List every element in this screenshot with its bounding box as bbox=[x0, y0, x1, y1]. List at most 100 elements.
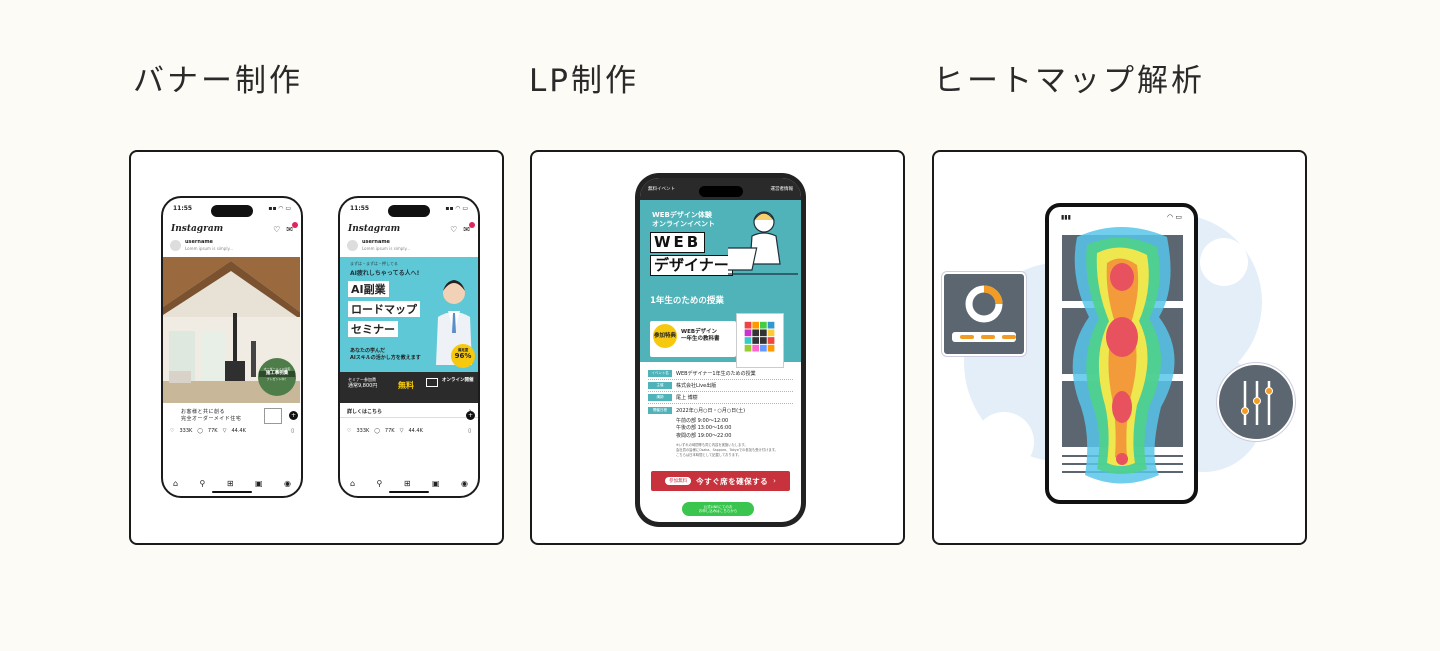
sliders-icon bbox=[1217, 363, 1295, 441]
username[interactable]: username bbox=[185, 239, 213, 246]
subtext1: あなたの学んだ bbox=[350, 348, 386, 354]
cta-link[interactable]: 詳しくはこちら bbox=[347, 408, 383, 415]
subtext2: AIスキルの活かし方を教えます bbox=[350, 354, 421, 361]
messenger-icon[interactable]: ✉ bbox=[463, 221, 475, 234]
book-cover-image bbox=[736, 313, 784, 368]
indicator-dot bbox=[1002, 335, 1016, 339]
promo-badge-line2: 施工事例集 bbox=[259, 371, 295, 378]
heart-icon[interactable]: ♡ bbox=[273, 224, 281, 234]
bookmark-icon[interactable]: ▯ bbox=[468, 428, 471, 434]
comment-count: 77K bbox=[207, 428, 218, 434]
username[interactable]: username bbox=[362, 239, 390, 246]
analytics-panel bbox=[942, 272, 1026, 356]
status-time: 11:55 bbox=[350, 205, 370, 212]
post-image-seminar[interactable]: まずは・まずは・押してる AI疲れしちゃってる人へ! AI副業 ロードマップ セ… bbox=[340, 257, 478, 403]
like-icon[interactable]: ♡ bbox=[347, 428, 352, 434]
avatar[interactable] bbox=[347, 240, 358, 251]
chevron-right-icon: › bbox=[773, 477, 776, 485]
home-icon[interactable]: ⌂ bbox=[350, 479, 356, 488]
like-count: 333K bbox=[356, 428, 370, 434]
avatar[interactable] bbox=[170, 240, 181, 251]
share-count: 44.4K bbox=[408, 428, 423, 434]
lp-book-text2: 一年生の教科書 bbox=[681, 336, 720, 343]
profile-icon[interactable]: ◉ bbox=[284, 479, 291, 488]
lp-cta-free: 参加無料 bbox=[665, 477, 692, 485]
messenger-icon[interactable]: ✉ bbox=[286, 221, 298, 234]
section-title-heatmap: ヒートマップ解析 bbox=[933, 63, 1205, 99]
section-title-lp: LP制作 bbox=[529, 63, 639, 99]
reels-icon[interactable]: ▣ bbox=[255, 479, 263, 488]
online-label: オンライン開催 bbox=[442, 378, 474, 383]
share-icon[interactable]: ▽ bbox=[399, 428, 404, 434]
lp-line-button[interactable]: 公式LINEにてのお お申し込みはこちらから bbox=[682, 502, 754, 516]
lp-card: 無料イベント 運営者情報 WEBデザイン体験 オンラインイベント WEB デザイ… bbox=[530, 150, 905, 545]
indicator-dot bbox=[981, 335, 995, 339]
promo-badge-line1: オーダーメイド住宅 bbox=[263, 367, 291, 371]
lp-times: 午前の部 9:00～12:00 午後の部 13:00～16:00 夜間の部 19… bbox=[676, 418, 732, 439]
share-count: 44.4K bbox=[231, 428, 246, 434]
lp-tokuten-badge: 参加特典 bbox=[653, 324, 677, 348]
lp-phone: 無料イベント 運営者情報 WEBデザイン体験 オンラインイベント WEB デザイ… bbox=[635, 173, 806, 527]
lp-info-row: 主催株式会社Live出版 bbox=[648, 380, 793, 392]
headline-big1: AI副業 bbox=[348, 281, 389, 297]
fee-regular: 通常9,800円 bbox=[348, 382, 378, 389]
satisfaction-value: 96% bbox=[454, 351, 472, 360]
home-indicator bbox=[389, 491, 429, 493]
lp-hero-sub2: オンラインイベント bbox=[652, 219, 715, 228]
signal-icon: ▪▪ ◠ ▭ bbox=[445, 205, 468, 212]
plus-icon[interactable]: + bbox=[466, 411, 475, 420]
fee-label: セミナー参加費 bbox=[348, 377, 376, 382]
comment-icon[interactable]: ◯ bbox=[374, 428, 380, 434]
donut-chart-icon bbox=[965, 285, 1003, 323]
instagram-logo: Instagram bbox=[348, 224, 401, 234]
lp-hero-word2: デザイナー bbox=[650, 255, 733, 276]
like-count: 333K bbox=[179, 428, 193, 434]
headline-small: まずは・まずは・押してる bbox=[350, 261, 398, 266]
comment-icon[interactable]: ◯ bbox=[197, 428, 203, 434]
profile-icon[interactable]: ◉ bbox=[461, 479, 468, 488]
phone-notch bbox=[388, 205, 430, 217]
status-time: 11:55 bbox=[173, 205, 193, 212]
house-logo-icon bbox=[264, 408, 282, 424]
post-image-house[interactable]: オーダーメイド住宅 施工事例集 プレゼント中！ bbox=[163, 257, 301, 403]
cta-row[interactable]: 詳しくはこちら› bbox=[340, 405, 478, 418]
home-icon[interactable]: ⌂ bbox=[173, 479, 179, 488]
search-icon[interactable]: ⚲ bbox=[376, 479, 383, 488]
caption-line2: 完全オーダーメイド住宅 bbox=[181, 416, 242, 422]
bookmark-icon[interactable]: ▯ bbox=[291, 428, 294, 434]
phone-notch bbox=[211, 205, 253, 217]
reels-icon[interactable]: ▣ bbox=[432, 479, 440, 488]
comment-count: 77K bbox=[384, 428, 395, 434]
headline-big2: ロードマップ bbox=[348, 301, 420, 317]
heatmap-phone: ▮▮▮ ◠ ▭ bbox=[1045, 203, 1198, 504]
monitor-icon bbox=[426, 378, 438, 387]
heart-icon[interactable]: ♡ bbox=[450, 224, 458, 234]
heatmap-overlay bbox=[1072, 227, 1175, 484]
add-icon[interactable]: ⊞ bbox=[403, 479, 411, 488]
share-icon[interactable]: ▽ bbox=[222, 428, 227, 434]
lp-book-text1: WEBデザイン bbox=[681, 329, 718, 335]
lp-notes: ※いずれの時間帯も同じ内容を実施いたします。 会社員の皆様にOsaka、Sapp… bbox=[676, 442, 778, 457]
lp-hero-word1: WEB bbox=[650, 232, 706, 253]
lp-info-row: 講師尾上 博樹 bbox=[648, 392, 793, 404]
add-icon[interactable]: ⊞ bbox=[226, 479, 234, 488]
search-icon[interactable]: ⚲ bbox=[199, 479, 206, 488]
heatmap-card: ▮▮▮ ◠ ▭ bbox=[932, 150, 1307, 545]
headline-big3: セミナー bbox=[348, 321, 398, 337]
like-icon[interactable]: ♡ bbox=[170, 428, 175, 434]
lp-nav-operator[interactable]: 運営者情報 bbox=[770, 187, 794, 192]
headline-line1: AI疲れしちゃってる人へ! bbox=[350, 270, 420, 277]
lp-reserve-button[interactable]: 参加無料 今すぐ席を確保する › bbox=[651, 471, 790, 491]
plus-icon[interactable]: + bbox=[289, 411, 298, 420]
user-subtitle: Lorem ipsum is simply... bbox=[185, 245, 234, 251]
lp-hero-line: 1年生のための授業 bbox=[650, 296, 724, 306]
satisfaction-label: 満足度 bbox=[457, 348, 469, 352]
fee-free: 無料 bbox=[398, 381, 414, 390]
lp-nav-free-event[interactable]: 無料イベント bbox=[648, 187, 675, 192]
